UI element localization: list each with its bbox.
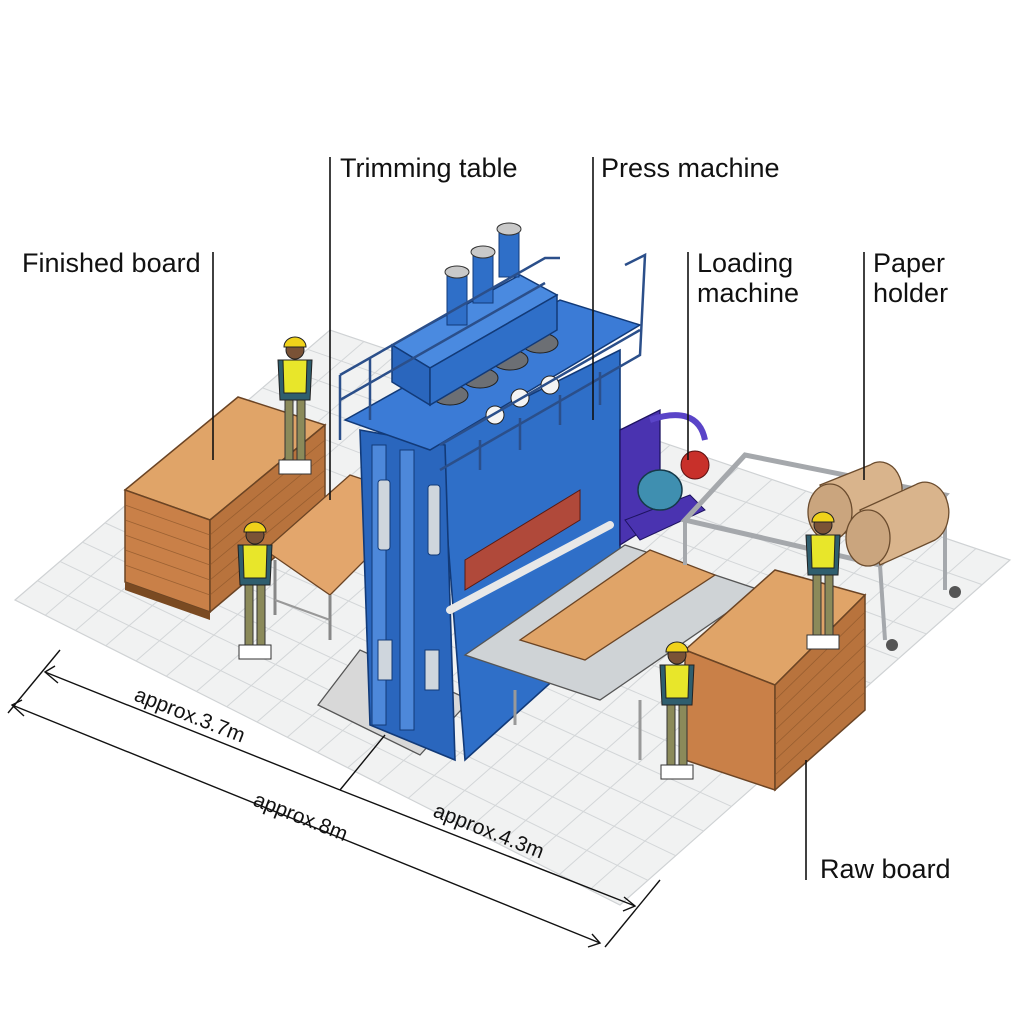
label-trimming-table: Trimming table — [340, 153, 518, 183]
label-raw-board: Raw board — [820, 854, 951, 884]
loading-conveyor — [463, 544, 762, 760]
loading-machine — [619, 408, 710, 547]
label-paper-holder-1: Paper — [873, 248, 945, 278]
label-press-machine: Press machine — [601, 153, 780, 183]
paper-rolls — [807, 461, 950, 567]
floor-grid-line — [468, 502, 841, 830]
worker-icon — [277, 336, 313, 475]
motor-icon — [637, 469, 683, 511]
label-paper-holder-2: holder — [873, 278, 948, 308]
dim-total: approx.8m — [250, 788, 351, 846]
dimension-lines — [7, 649, 661, 948]
label-finished-board: Finished board — [22, 248, 201, 278]
worker-icon — [237, 521, 273, 660]
label-loading-machine-1: Loading — [697, 248, 793, 278]
leader-lines — [212, 157, 865, 880]
press-platens — [464, 489, 581, 591]
label-loading-machine-2: machine — [697, 278, 799, 308]
safety-railing — [338, 252, 647, 472]
worker-icon — [659, 641, 695, 780]
worker-icon — [805, 511, 841, 650]
